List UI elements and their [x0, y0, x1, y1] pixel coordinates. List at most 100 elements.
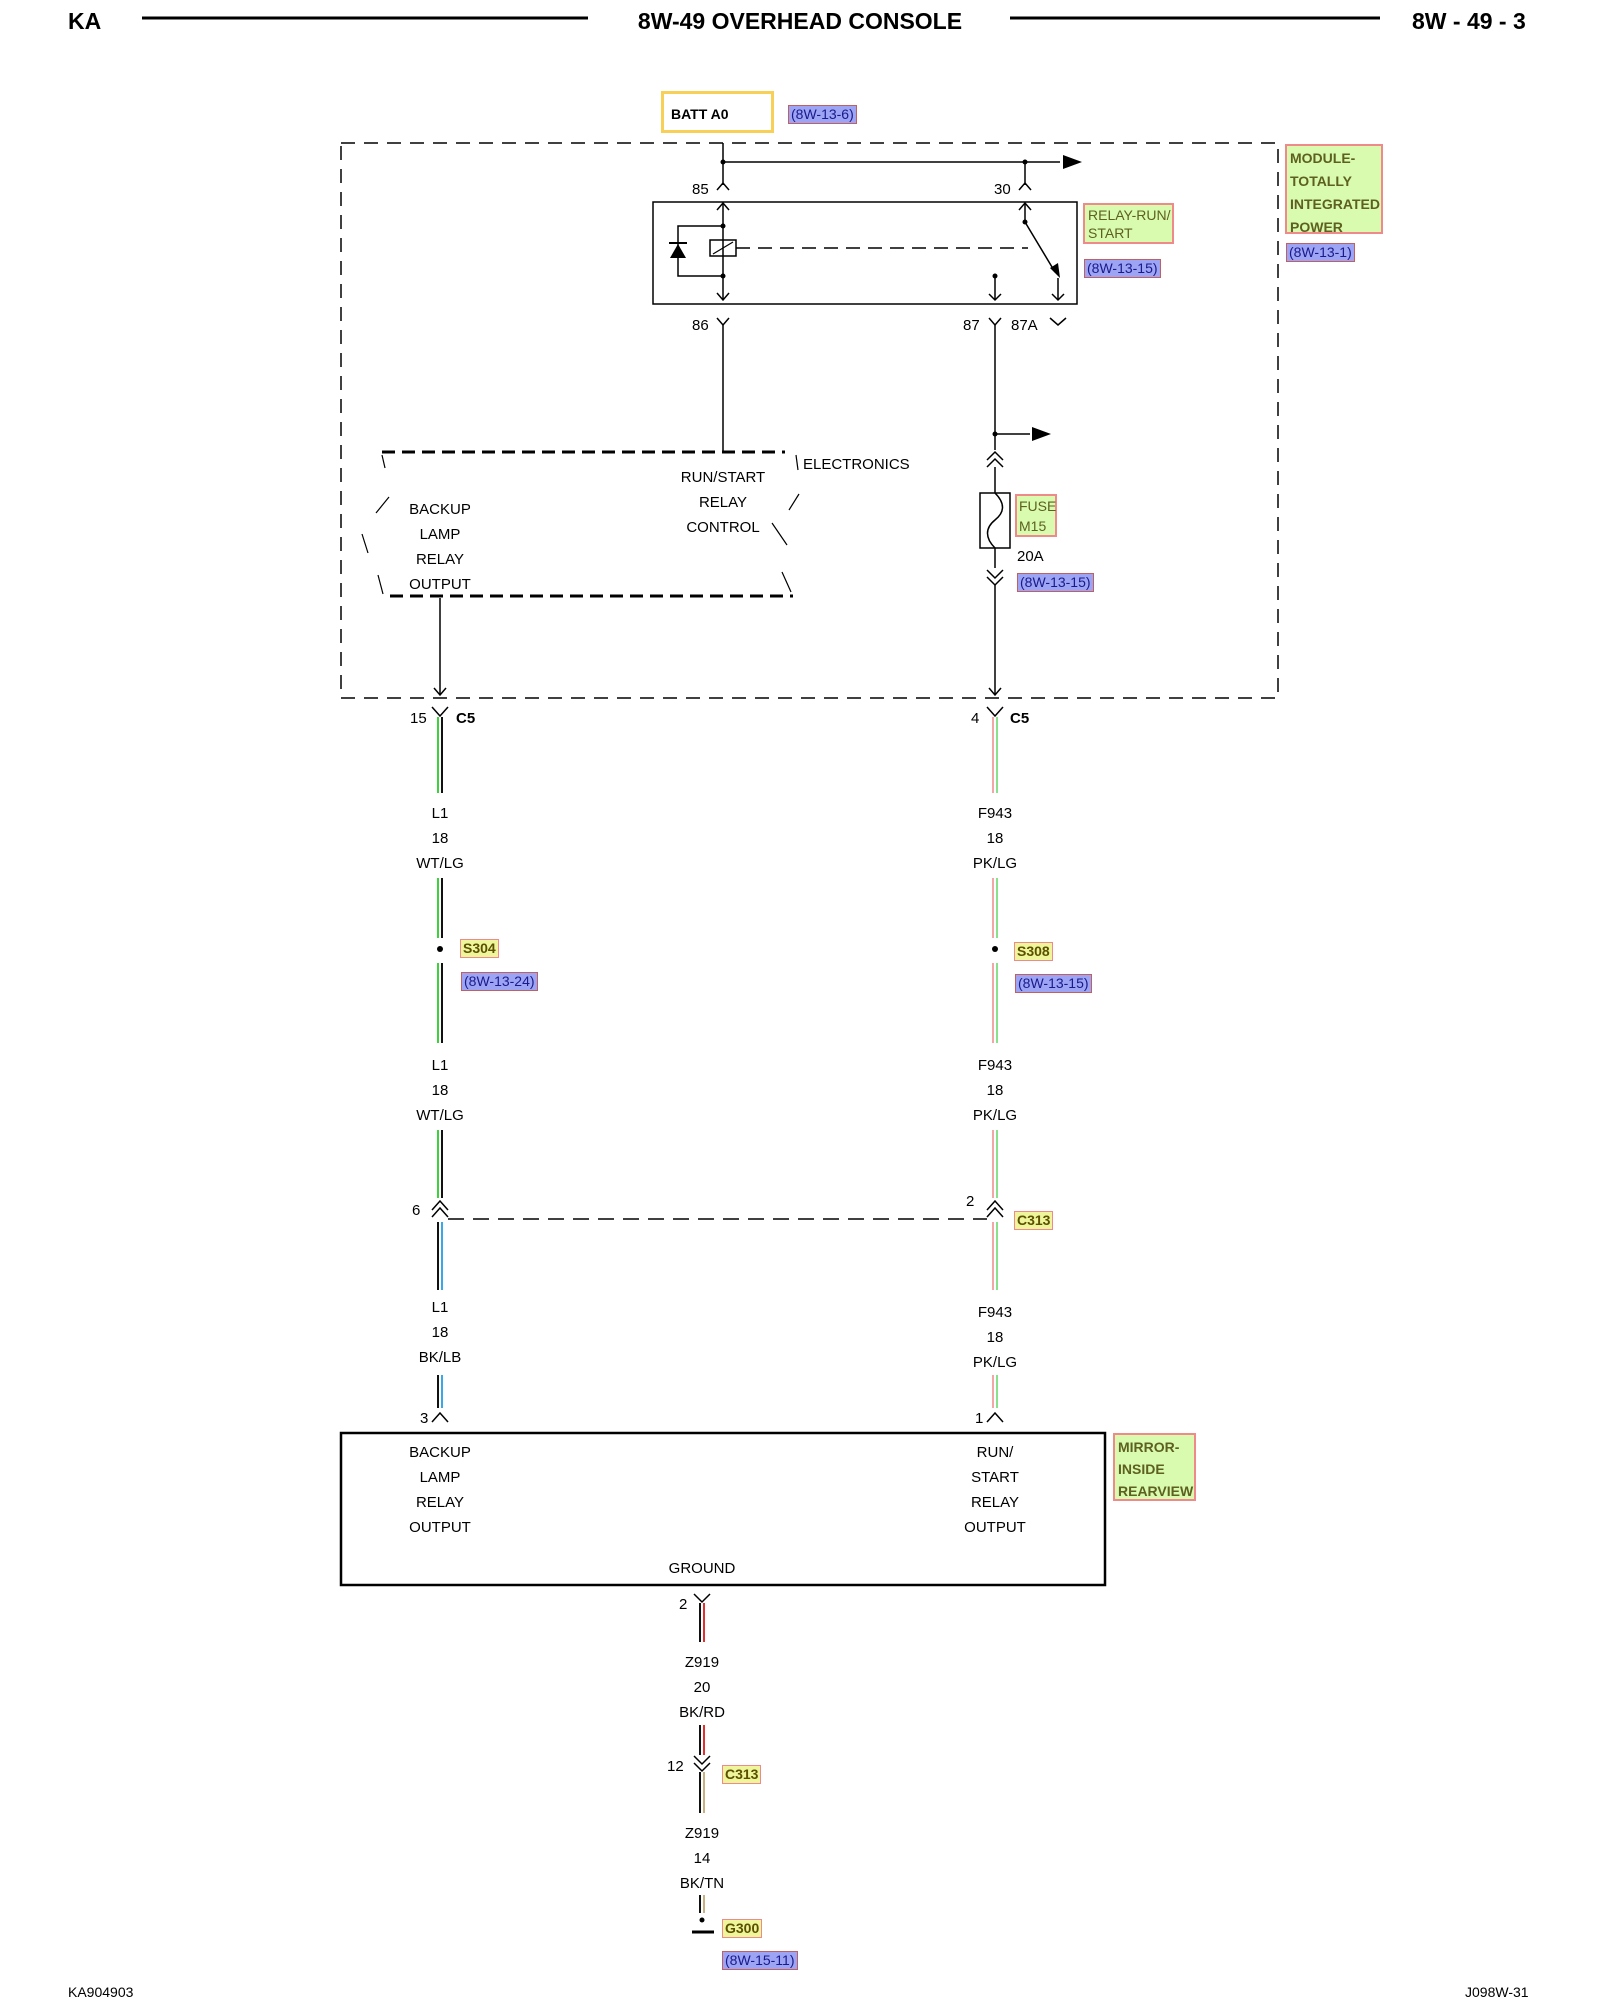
mirror-runstart-line-1: RUN/: [976, 1444, 1014, 1461]
fuse-label: FUSE M15: [1015, 494, 1057, 537]
c313-ground-label: C313: [722, 1765, 762, 1784]
wire-ground2-circuit: Z919: [684, 1825, 720, 1842]
relay-label: RELAY-RUN/ START: [1083, 203, 1174, 244]
fuse-rating: 20A: [1017, 548, 1044, 565]
feed-arrow-right-mid: [1032, 427, 1051, 441]
wire-z919: [699, 1603, 705, 1913]
wire-right3-label: F943 18 PK/LG: [973, 1300, 1017, 1375]
module-label-line-4: POWER: [1290, 219, 1343, 235]
wire-left1-circuit: L1: [431, 805, 449, 822]
mirror-backup-line-3: RELAY: [415, 1494, 465, 1511]
wire-left2-color: WT/LG: [416, 1107, 464, 1124]
c5-right-label: C5: [1010, 710, 1030, 727]
relay-pin-87a: 87A: [1011, 317, 1038, 334]
c5-right-connector: [986, 706, 1004, 718]
fuse-label-line-2: M15: [1019, 518, 1047, 534]
module-label-line-1: MODULE-: [1290, 150, 1356, 166]
mirror-backup-line-2: LAMP: [419, 1469, 461, 1486]
wire-left1-label: L1 18 WT/LG: [416, 801, 464, 876]
wire-right3-circuit: F943: [977, 1304, 1013, 1321]
electronics-runstart-line-2: RELAY: [698, 494, 748, 511]
module-ref-link[interactable]: (8W-13-1): [1286, 243, 1355, 262]
ground-pin: 2: [679, 1596, 688, 1613]
mirror-runstart-text: RUN/ START RELAY OUTPUT: [964, 1440, 1026, 1540]
relay-pin-85: 85: [692, 181, 709, 198]
footer-left: KA904903: [68, 1984, 134, 2000]
ground-g300-ref-link[interactable]: (8W-15-11): [722, 1951, 798, 1970]
wire-left2-label: L1 18 WT/LG: [416, 1053, 464, 1128]
wire-ground1-gauge: 20: [693, 1679, 711, 1696]
splice-s304-label: S304: [460, 939, 499, 958]
electronics-backup-line-2: LAMP: [419, 526, 461, 543]
c313-label: C313: [1014, 1211, 1054, 1230]
mirror-label-line-3: REARVIEW: [1118, 1483, 1194, 1499]
electronics-runstart-line-3: CONTROL: [686, 519, 760, 536]
mirror-ground-text: GROUND: [668, 1560, 736, 1577]
wire-right3-color: PK/LG: [972, 1354, 1018, 1371]
wire-right2-color: PK/LG: [972, 1107, 1018, 1124]
splice-s304-ref-link[interactable]: (8W-13-24): [461, 972, 538, 991]
electronics-runstart-text: RUN/START RELAY CONTROL: [681, 465, 765, 540]
fuse-label-line-1: FUSE: [1019, 498, 1057, 514]
wire-ground2-label: Z919 14 BK/TN: [680, 1821, 724, 1896]
electronics-runstart-line-1: RUN/START: [680, 469, 766, 486]
c5-left-label: C5: [456, 710, 476, 727]
module-label-line-2: TOTALLY: [1290, 173, 1352, 189]
electronics-backup-line-3: RELAY: [415, 551, 465, 568]
wire-left1-gauge: 18: [431, 830, 449, 847]
relay-ref-link[interactable]: (8W-13-15): [1084, 259, 1161, 278]
mirror-runstart-line-2: START: [971, 1469, 1019, 1486]
wire-ground1-circuit: Z919: [684, 1654, 720, 1671]
c313-ground-pin: 12: [667, 1758, 684, 1775]
c313-left-pin: 6: [412, 1202, 421, 1219]
wire-ground2-color: BK/TN: [679, 1875, 725, 1892]
page-title: 8W-49 OVERHEAD CONSOLE: [637, 8, 963, 34]
wire-left2-circuit: L1: [431, 1057, 449, 1074]
wire-right2-circuit: F943: [977, 1057, 1013, 1074]
wire-left1-color: WT/LG: [416, 855, 464, 872]
mirror-label: MIRROR- INSIDE REARVIEW: [1113, 1433, 1196, 1501]
header-left: KA: [68, 8, 102, 34]
ground-g300-label: G300: [722, 1919, 763, 1938]
wire-f943-pk-lg: [992, 717, 998, 1408]
wire-left2-gauge: 18: [431, 1082, 449, 1099]
wire-right3-gauge: 18: [986, 1329, 1004, 1346]
module-label: MODULE- TOTALLY INTEGRATED POWER: [1285, 144, 1383, 235]
mirror-left-pin: 3: [420, 1410, 429, 1427]
relay-pin-30: 30: [994, 181, 1011, 198]
batt-ref-link[interactable]: (8W-13-6): [788, 105, 857, 124]
c5-left-connector: [431, 706, 449, 718]
feed-arrow-right-top: [1063, 155, 1082, 169]
mirror-right-pin: 1: [975, 1410, 984, 1427]
module-label-line-3: INTEGRATED: [1290, 196, 1380, 212]
wire-left3-gauge: 18: [431, 1324, 449, 1341]
wire-ground2-gauge: 14: [693, 1850, 711, 1867]
wire-ground1-color: BK/RD: [679, 1704, 725, 1721]
electronics-label: ELECTRONICS: [803, 456, 910, 473]
electronics-backup-text: BACKUP LAMP RELAY OUTPUT: [409, 497, 471, 597]
wire-left3-label: L1 18 BK/LB: [419, 1295, 462, 1370]
mirror-backup-text: BACKUP LAMP RELAY OUTPUT: [409, 1440, 471, 1540]
mirror-label-line-1: MIRROR-: [1118, 1439, 1180, 1455]
mirror-backup-line-1: BACKUP: [409, 1444, 471, 1461]
wire-ground1-label: Z919 20 BK/RD: [679, 1650, 725, 1725]
relay-box: [652, 201, 1078, 305]
footer-right: J098W-31: [1465, 1984, 1529, 2000]
relay-pin-87: 87: [963, 317, 980, 334]
splice-s308-label: S308: [1014, 942, 1053, 961]
mirror-label-line-2: INSIDE: [1118, 1461, 1165, 1477]
splice-s304-dot: [437, 946, 443, 952]
batt-a0-label: BATT A0: [671, 106, 729, 122]
wire-right1-color: PK/LG: [972, 855, 1018, 872]
wire-l1-bk-lb: [437, 1222, 443, 1408]
wire-left3-circuit: L1: [431, 1299, 449, 1316]
fuse-ref-link[interactable]: (8W-13-15): [1017, 573, 1094, 592]
relay-pin-86: 86: [692, 317, 709, 334]
wire-left3-color: BK/LB: [418, 1349, 462, 1366]
splice-s308-ref-link[interactable]: (8W-13-15): [1015, 974, 1092, 993]
wire-right2-label: F943 18 PK/LG: [973, 1053, 1017, 1128]
c5-right-pin: 4: [971, 710, 980, 727]
wire-right1-gauge: 18: [986, 830, 1004, 847]
mirror-runstart-line-4: OUTPUT: [964, 1519, 1026, 1536]
